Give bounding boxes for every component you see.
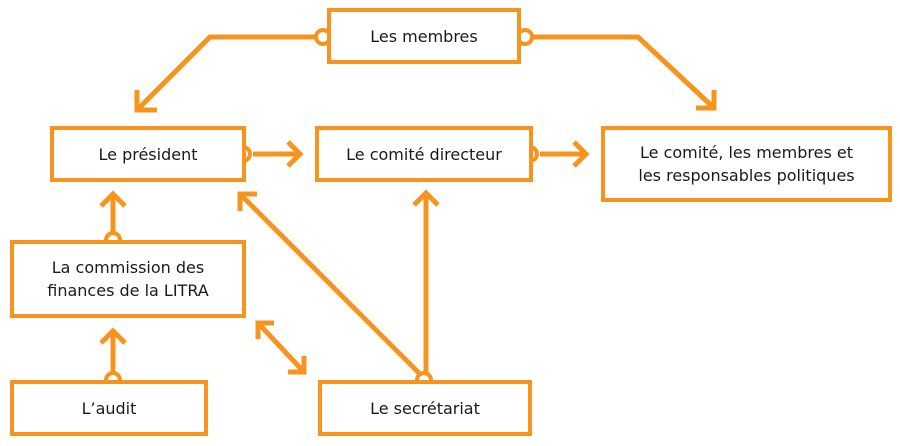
edge-membres-responsables: [528, 34, 716, 110]
node-comite-membres-responsables: Le comité, les membres et les responsabl…: [601, 126, 892, 202]
arrowhead: [286, 140, 304, 168]
edge-secretariat-commission: [256, 321, 306, 374]
node-les-membres: Les membres: [327, 8, 521, 64]
edge-secretariat-president: [238, 192, 423, 377]
node-label: Le président: [98, 144, 198, 164]
node-label: L’audit: [81, 398, 137, 418]
arrowhead: [288, 356, 307, 375]
node-comite-directeur: Le comité directeur: [315, 126, 533, 182]
node-label: Le comité, les membres et les responsabl…: [638, 143, 855, 185]
node-label: Le secrétariat: [370, 398, 480, 418]
node-label: Le comité directeur: [346, 144, 502, 164]
node-audit: L’audit: [10, 380, 208, 436]
node-secretariat: Le secrétariat: [318, 380, 532, 436]
arrowhead: [99, 190, 127, 208]
node-commission-finances: La commission des finances de la LITRA: [10, 240, 246, 318]
arrowhead: [255, 320, 274, 339]
arrowhead: [99, 327, 127, 345]
arrowhead: [572, 140, 590, 168]
arrowhead: [696, 90, 717, 111]
arrowhead: [412, 189, 440, 207]
node-label: Les membres: [370, 26, 478, 46]
node-le-president: Le président: [50, 126, 246, 182]
arrowhead: [237, 191, 257, 211]
node-label: La commission des finances de la LITRA: [47, 258, 209, 300]
arrowhead: [134, 90, 157, 113]
edge-membres-president: [135, 34, 320, 112]
